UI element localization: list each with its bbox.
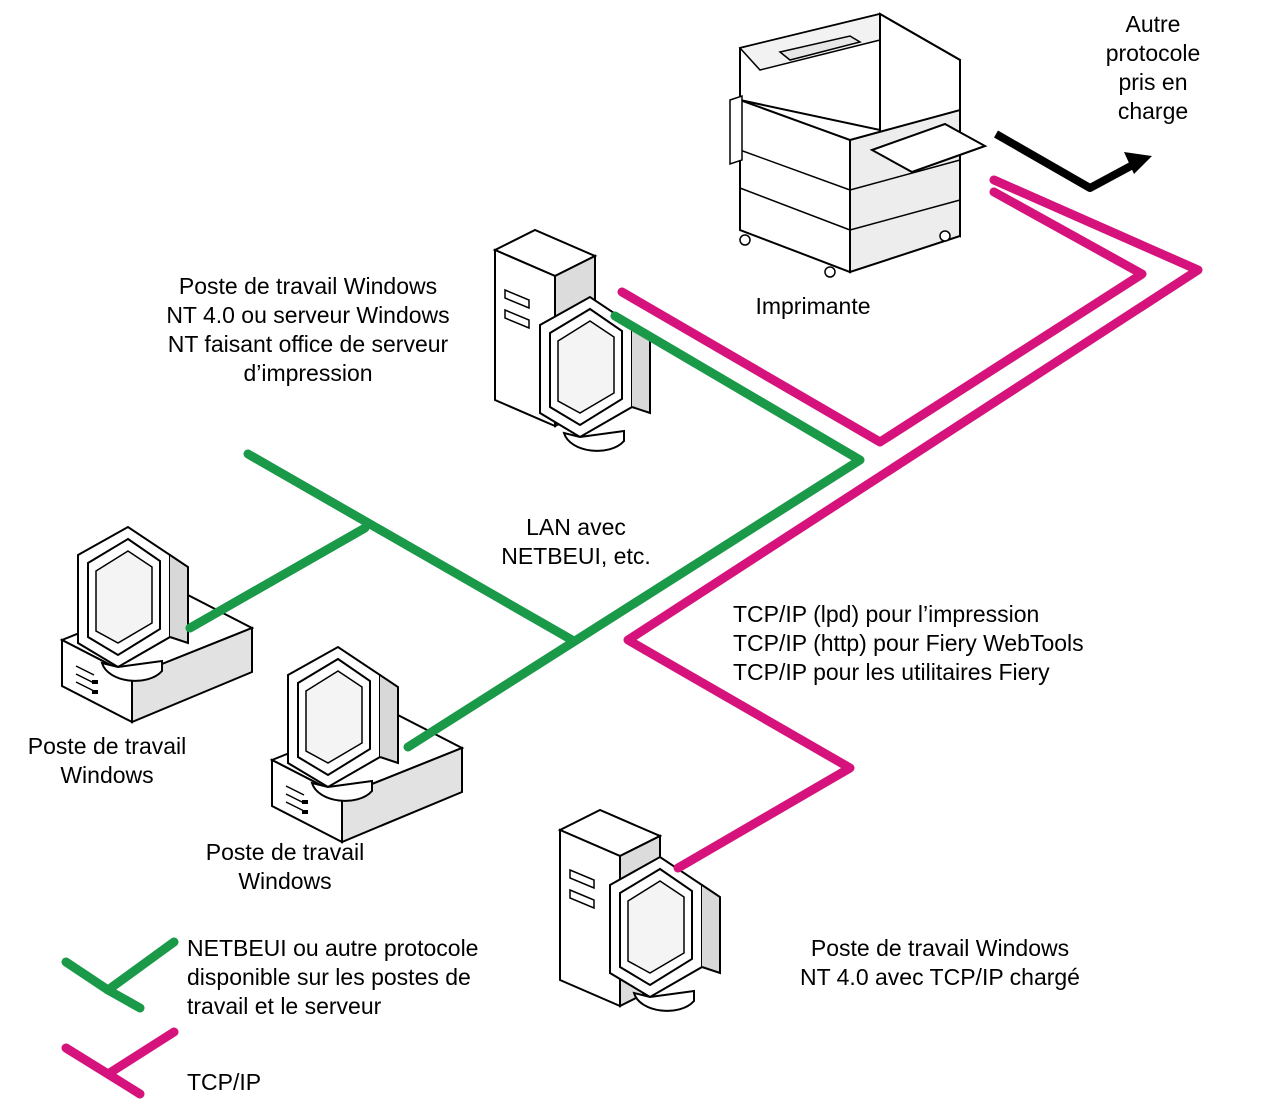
middle-workstation-icon — [271, 646, 463, 843]
printer-icon — [729, 12, 988, 278]
nt-workstation-label: Poste de travail Windows NT 4.0 avec TCP… — [800, 935, 1080, 990]
other-protocol-arrow — [994, 130, 1152, 192]
printer-label: Imprimante — [755, 293, 871, 319]
left-workstation-icon — [61, 526, 253, 723]
legend-netbeui-text: NETBEUI ou autre protocole disponible su… — [187, 935, 479, 1019]
nt-workstation-icon — [559, 809, 721, 1012]
legend-netbeui-icon — [61, 937, 179, 1013]
tcpip-uses-label: TCP/IP (lpd) pour l’impression TCP/IP (h… — [733, 601, 1084, 685]
print-server-computer-icon — [494, 229, 651, 452]
legend-tcpip-text: TCP/IP — [187, 1069, 262, 1095]
tcpip-network-lines — [617, 175, 1203, 873]
legend-tcpip-icon — [61, 1027, 179, 1099]
lan-label: LAN avec NETBEUI, etc. — [501, 514, 651, 569]
left-workstation-label: Poste de travail Windows — [27, 733, 187, 788]
middle-workstation-label: Poste de travail Windows — [205, 839, 365, 894]
other-protocol-label: Autre protocole pris en charge — [1105, 11, 1201, 124]
print-server-label: Poste de travail Windows NT 4.0 ou serve… — [166, 273, 450, 386]
netbeui-network-lines — [185, 311, 865, 752]
